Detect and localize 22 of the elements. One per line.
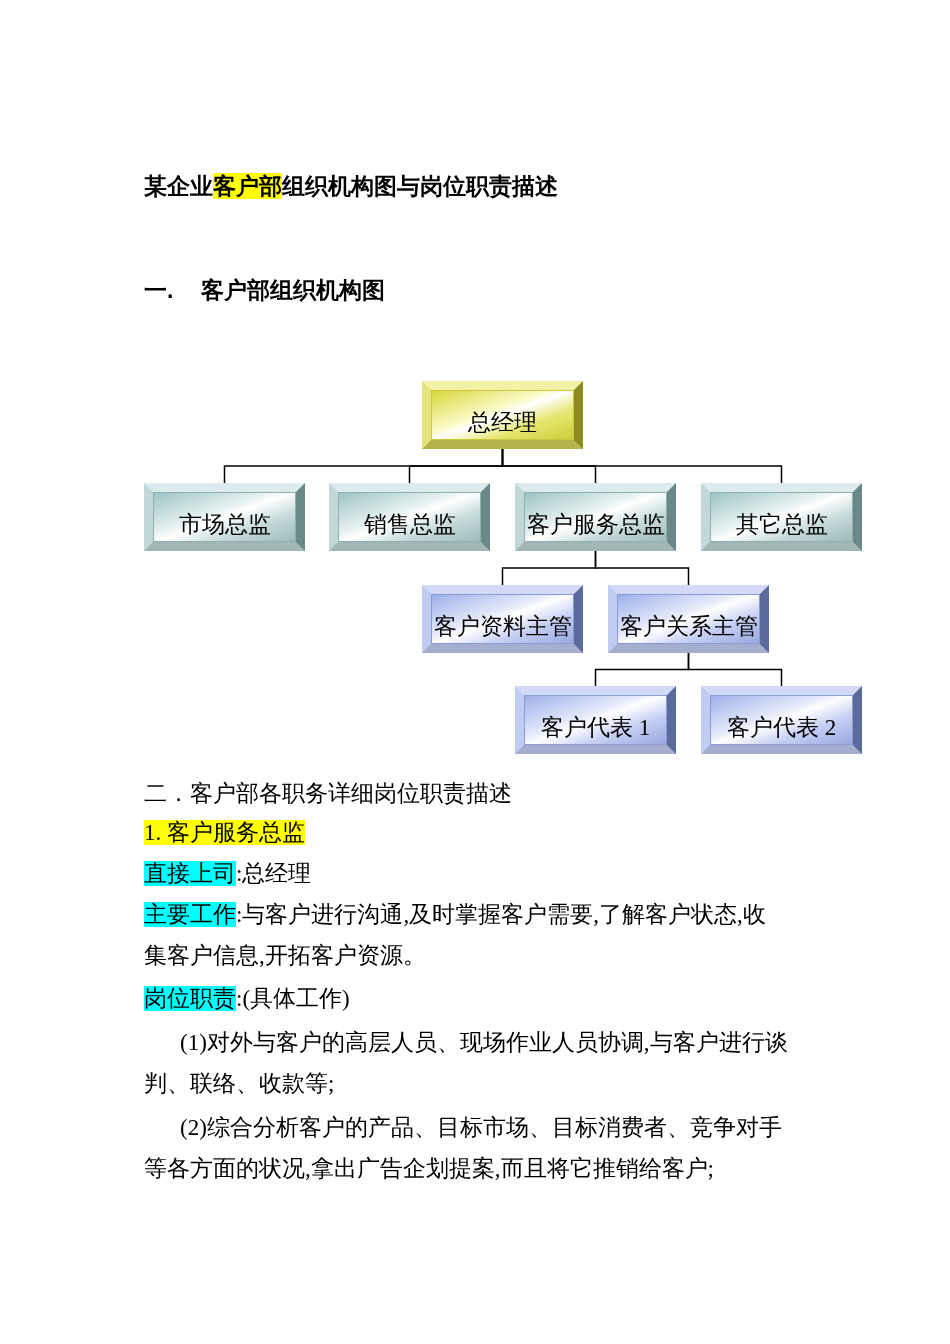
body-text: 主要工作:与客户进行沟通,及时掌握客户需要,了解客户状态,收集客户信息,开拓客户资源。	[144, 900, 767, 970]
section-heading: 客户部组织机构图	[201, 275, 385, 305]
org-chart-box: 客户关系主管	[608, 585, 769, 653]
org-chart-box: 市场总监	[144, 483, 305, 551]
connector-line	[687, 652, 783, 687]
section-number: 一.	[144, 275, 174, 305]
section-heading: 二．客户部各职务详细岗位职责描述	[144, 779, 512, 808]
subheading: 1. 客户服务总监	[144, 818, 305, 847]
body-text: 岗位职责:(具体工作)	[144, 984, 350, 1013]
org-chart-box: 销售总监	[329, 483, 490, 551]
org-chart-box: 客户代表 1	[515, 686, 676, 754]
body-text: 直接上司:总经理	[144, 859, 312, 888]
connector-line	[501, 448, 783, 484]
org-chart-box: 客户服务总监	[515, 483, 676, 551]
connector-line	[594, 550, 690, 586]
org-chart-box: 其它总监	[701, 483, 862, 551]
duty-item: (1)对外与客户的高层人员、现场作业人员协调,与客户进行谈判、联络、收款等;	[144, 1028, 789, 1098]
org-chart-box: 客户资料主管	[422, 585, 583, 653]
org-chart-box: 客户代表 2	[701, 686, 862, 754]
title: 某企业客户部组织机构图与岗位职责描述	[144, 172, 558, 201]
org-chart-box: 总经理	[422, 381, 583, 449]
duty-item: (2)综合分析客户的产品、目标市场、目标消费者、竞争对手等各方面的状况,拿出广告企划提案,而且将它推销给客户;	[144, 1113, 783, 1183]
